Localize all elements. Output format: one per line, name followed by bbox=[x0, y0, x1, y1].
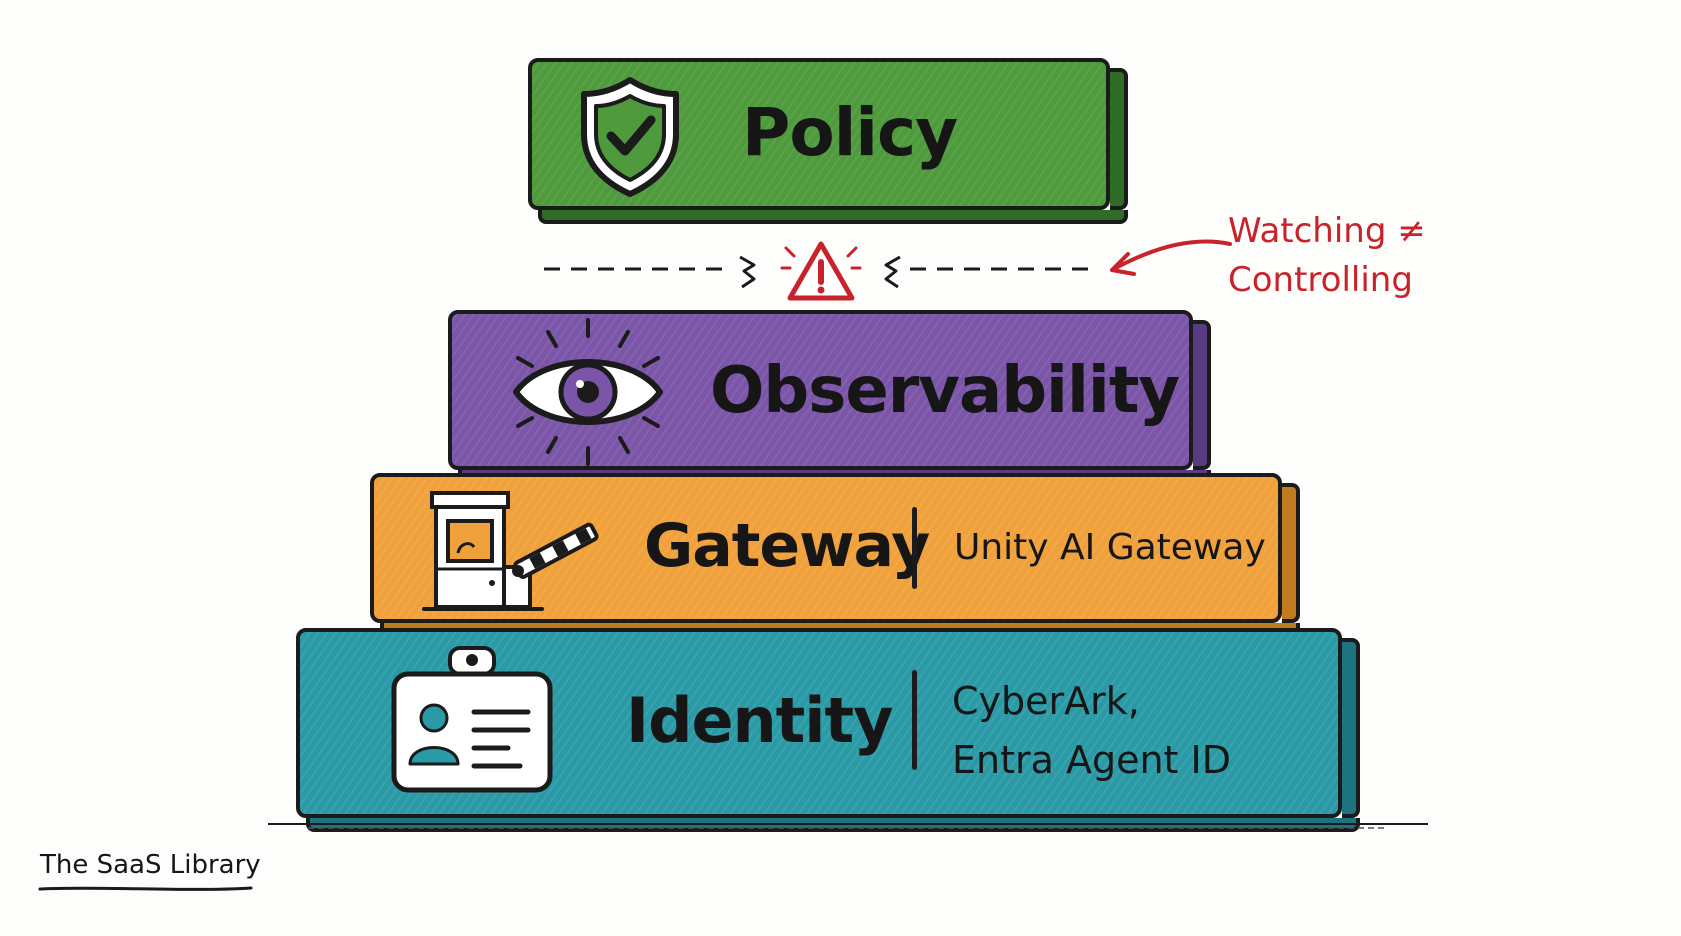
annotation-arrow bbox=[1110, 239, 1232, 276]
policy-layer: Policy bbox=[528, 58, 1128, 224]
policy-layer-bottom bbox=[538, 210, 1128, 224]
policy-layer-side bbox=[1110, 68, 1128, 210]
gateway-layer-side bbox=[1282, 483, 1300, 623]
identity-layer-side bbox=[1342, 638, 1360, 818]
ground-line bbox=[268, 823, 1428, 829]
brand-underline bbox=[38, 886, 253, 891]
annotation-line-2: Controlling bbox=[1228, 260, 1413, 301]
policy-title: Policy bbox=[742, 94, 958, 171]
toll-gate-icon bbox=[422, 491, 599, 611]
observability-layer-side bbox=[1193, 320, 1211, 470]
brand-label: The SaaS Library bbox=[40, 850, 261, 880]
id-badge-icon bbox=[391, 646, 553, 793]
control-gap-line bbox=[544, 255, 1096, 289]
annotation-line-1: Watching ≠ bbox=[1228, 211, 1426, 251]
identity-layer: Identity CyberArk, Entra Agent ID bbox=[296, 628, 1360, 832]
observability-title: Observability bbox=[710, 354, 1180, 428]
identity-title: Identity bbox=[626, 684, 894, 757]
identity-subtitle-line-1: CyberArk, bbox=[952, 679, 1140, 723]
gateway-layer: Gateway Unity AI Gateway bbox=[370, 473, 1300, 637]
gateway-subtitle: Unity AI Gateway bbox=[954, 527, 1266, 568]
watching-controlling-annotation: Watching ≠ Controlling bbox=[1228, 207, 1426, 306]
eye-icon bbox=[513, 318, 663, 466]
gateway-divider bbox=[912, 507, 917, 589]
identity-divider bbox=[912, 670, 917, 770]
shield-check-icon bbox=[581, 77, 679, 197]
gateway-title: Gateway bbox=[644, 511, 930, 581]
observability-layer: Observability bbox=[448, 310, 1211, 484]
identity-subtitle-line-2: Entra Agent ID bbox=[952, 737, 1232, 782]
warning-icon bbox=[780, 241, 862, 301]
identity-subtitle: CyberArk, Entra Agent ID bbox=[952, 672, 1231, 790]
